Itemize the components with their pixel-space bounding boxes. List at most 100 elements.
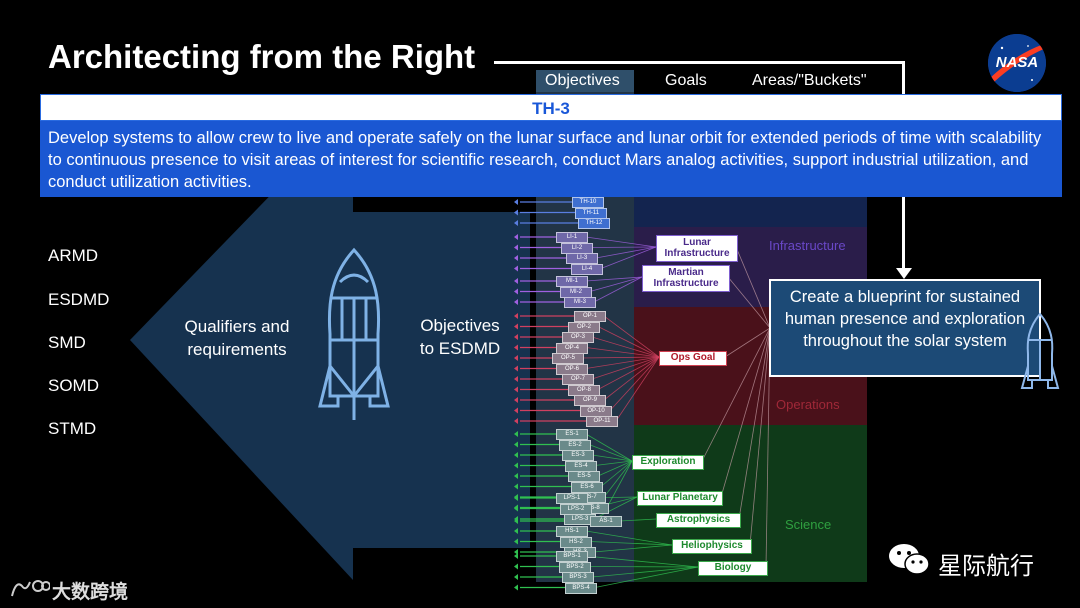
objective-id-as-1: AS-1 bbox=[590, 516, 622, 527]
objective-link-arrowhead bbox=[514, 289, 518, 295]
objective-id-mi-1: MI-1 bbox=[556, 276, 588, 287]
blueprint-link-line bbox=[728, 277, 770, 328]
goal-link-line bbox=[607, 461, 632, 508]
objective-link-arrowhead bbox=[514, 528, 518, 534]
objective-link-arrowhead bbox=[514, 484, 518, 490]
blueprint-link-line bbox=[736, 247, 770, 328]
objective-id-op-2: OP-2 bbox=[568, 322, 600, 333]
watermark-logo-icon bbox=[8, 576, 50, 600]
goal-link-line bbox=[595, 567, 698, 588]
objective-id-op-10: OP-10 bbox=[580, 406, 612, 417]
objective-link-arrowhead bbox=[514, 418, 518, 424]
objective-id-op-7: OP-7 bbox=[562, 374, 594, 385]
objective-link-arrowhead bbox=[514, 463, 518, 469]
objective-link-arrowhead bbox=[514, 334, 518, 340]
goal-link-line bbox=[591, 247, 656, 248]
objective-id-es-5: ES-5 bbox=[568, 471, 600, 482]
objective-link-arrowhead bbox=[514, 442, 518, 448]
objective-id-es-3: ES-3 bbox=[562, 450, 594, 461]
objective-link-arrowhead bbox=[514, 278, 518, 284]
objective-link-arrowhead bbox=[514, 397, 518, 403]
objective-link-arrowhead bbox=[514, 324, 518, 330]
objective-description: Develop systems to allow crew to live an… bbox=[40, 121, 1062, 197]
objective-link-arrowhead bbox=[514, 199, 518, 205]
wechat-icon bbox=[886, 541, 932, 577]
objective-link-arrowhead bbox=[514, 539, 518, 545]
bucket-operations: Operations bbox=[776, 397, 840, 412]
objective-link-arrowhead bbox=[514, 585, 518, 591]
goal-ops: Ops Goal bbox=[659, 351, 727, 366]
objective-link-arrowhead bbox=[514, 376, 518, 382]
objective-link-arrowhead bbox=[514, 255, 518, 261]
goal-heliophysics: Heliophysics bbox=[672, 539, 752, 554]
objective-link-arrowhead bbox=[514, 564, 518, 570]
objective-link-arrowhead bbox=[514, 266, 518, 272]
objective-link-arrowhead bbox=[514, 345, 518, 351]
blueprint-link-line bbox=[721, 328, 770, 497]
objective-id-bps-3: BPS-3 bbox=[562, 572, 594, 583]
goal-link-line bbox=[586, 237, 656, 247]
goal-astrophysics: Astrophysics bbox=[656, 513, 741, 528]
org-smd: SMD bbox=[48, 333, 86, 353]
goal-link-line bbox=[589, 567, 698, 568]
objective-link-arrowhead bbox=[514, 220, 518, 226]
blueprint-link-line bbox=[739, 328, 770, 519]
blueprint-box: Create a blueprint for sustained human p… bbox=[769, 279, 1041, 377]
objective-id-op-6: OP-6 bbox=[556, 364, 588, 375]
objective-id-th-11: TH-11 bbox=[575, 208, 607, 219]
objective-id-op-4: OP-4 bbox=[556, 343, 588, 354]
objective-id-es-2: ES-2 bbox=[559, 440, 591, 451]
objective-link-arrowhead bbox=[514, 473, 518, 479]
qualifiers-label: Qualifiers and requirements bbox=[176, 315, 298, 361]
goal-link-line bbox=[592, 455, 632, 461]
objective-id-op-5: OP-5 bbox=[552, 353, 584, 364]
objective-link-arrowhead bbox=[514, 452, 518, 458]
org-armd: ARMD bbox=[48, 246, 98, 266]
objective-id-es-4: ES-4 bbox=[565, 461, 597, 472]
objective-link-arrowhead bbox=[514, 366, 518, 372]
objective-id-op-3: OP-3 bbox=[562, 332, 594, 343]
objective-id-mi-2: MI-2 bbox=[560, 287, 592, 298]
bucket-infrastructure: Infrastructure bbox=[769, 238, 846, 253]
goal-link-line bbox=[594, 277, 642, 302]
objective-id-lps-2: LPS-2 bbox=[560, 504, 592, 515]
goal-martian-infrastructure: Martian Infrastructure bbox=[642, 265, 730, 292]
objective-id-bps-1: BPS-1 bbox=[556, 551, 588, 562]
objective-link-arrowhead bbox=[514, 299, 518, 305]
goal-link-line bbox=[582, 357, 659, 358]
objective-id-bps-2: BPS-2 bbox=[559, 562, 591, 573]
wechat-account-label: 星际航行 bbox=[938, 546, 1034, 581]
objective-id-li-3: LI-3 bbox=[566, 253, 598, 264]
objective-id-hs-2: HS-2 bbox=[560, 537, 592, 548]
goal-link-line bbox=[592, 567, 698, 577]
goal-biology: Biology bbox=[698, 561, 768, 576]
objective-link-arrowhead bbox=[514, 408, 518, 414]
objectives-to-esdmd-label: Objectives to ESDMD bbox=[412, 314, 508, 360]
objective-id-mi-3: MI-3 bbox=[564, 297, 596, 308]
objective-link-arrowhead bbox=[514, 210, 518, 216]
objective-link-arrowhead bbox=[514, 387, 518, 393]
goal-link-line bbox=[589, 445, 632, 462]
objective-link-arrowhead bbox=[514, 431, 518, 437]
objective-id-li-1: LI-1 bbox=[556, 232, 588, 243]
goal-link-line bbox=[604, 357, 659, 400]
goal-link-line bbox=[604, 461, 632, 497]
objective-link-arrowhead bbox=[514, 355, 518, 361]
goal-link-line bbox=[616, 357, 659, 421]
goal-link-line bbox=[601, 461, 632, 487]
goal-lunar-infrastructure: Lunar Infrastructure bbox=[656, 235, 738, 262]
objective-link-arrowhead bbox=[514, 553, 518, 559]
watermark-label: 大数跨境 bbox=[52, 577, 128, 604]
goal-link-line bbox=[594, 545, 672, 552]
bucket-science: Science bbox=[785, 517, 831, 532]
objective-link-arrowhead bbox=[514, 234, 518, 240]
goal-link-line bbox=[586, 556, 698, 567]
small-rocket-icon bbox=[1020, 312, 1060, 396]
rocket-icon bbox=[318, 246, 390, 424]
objective-id-th-12: TH-12 bbox=[578, 218, 610, 229]
objective-id-bps-4: BPS-4 bbox=[565, 583, 597, 594]
objective-link-arrowhead bbox=[514, 574, 518, 580]
goal-lunar-planetary: Lunar Planetary bbox=[637, 491, 723, 506]
objective-id-li-4: LI-4 bbox=[571, 264, 603, 275]
goal-link-line bbox=[596, 247, 656, 258]
